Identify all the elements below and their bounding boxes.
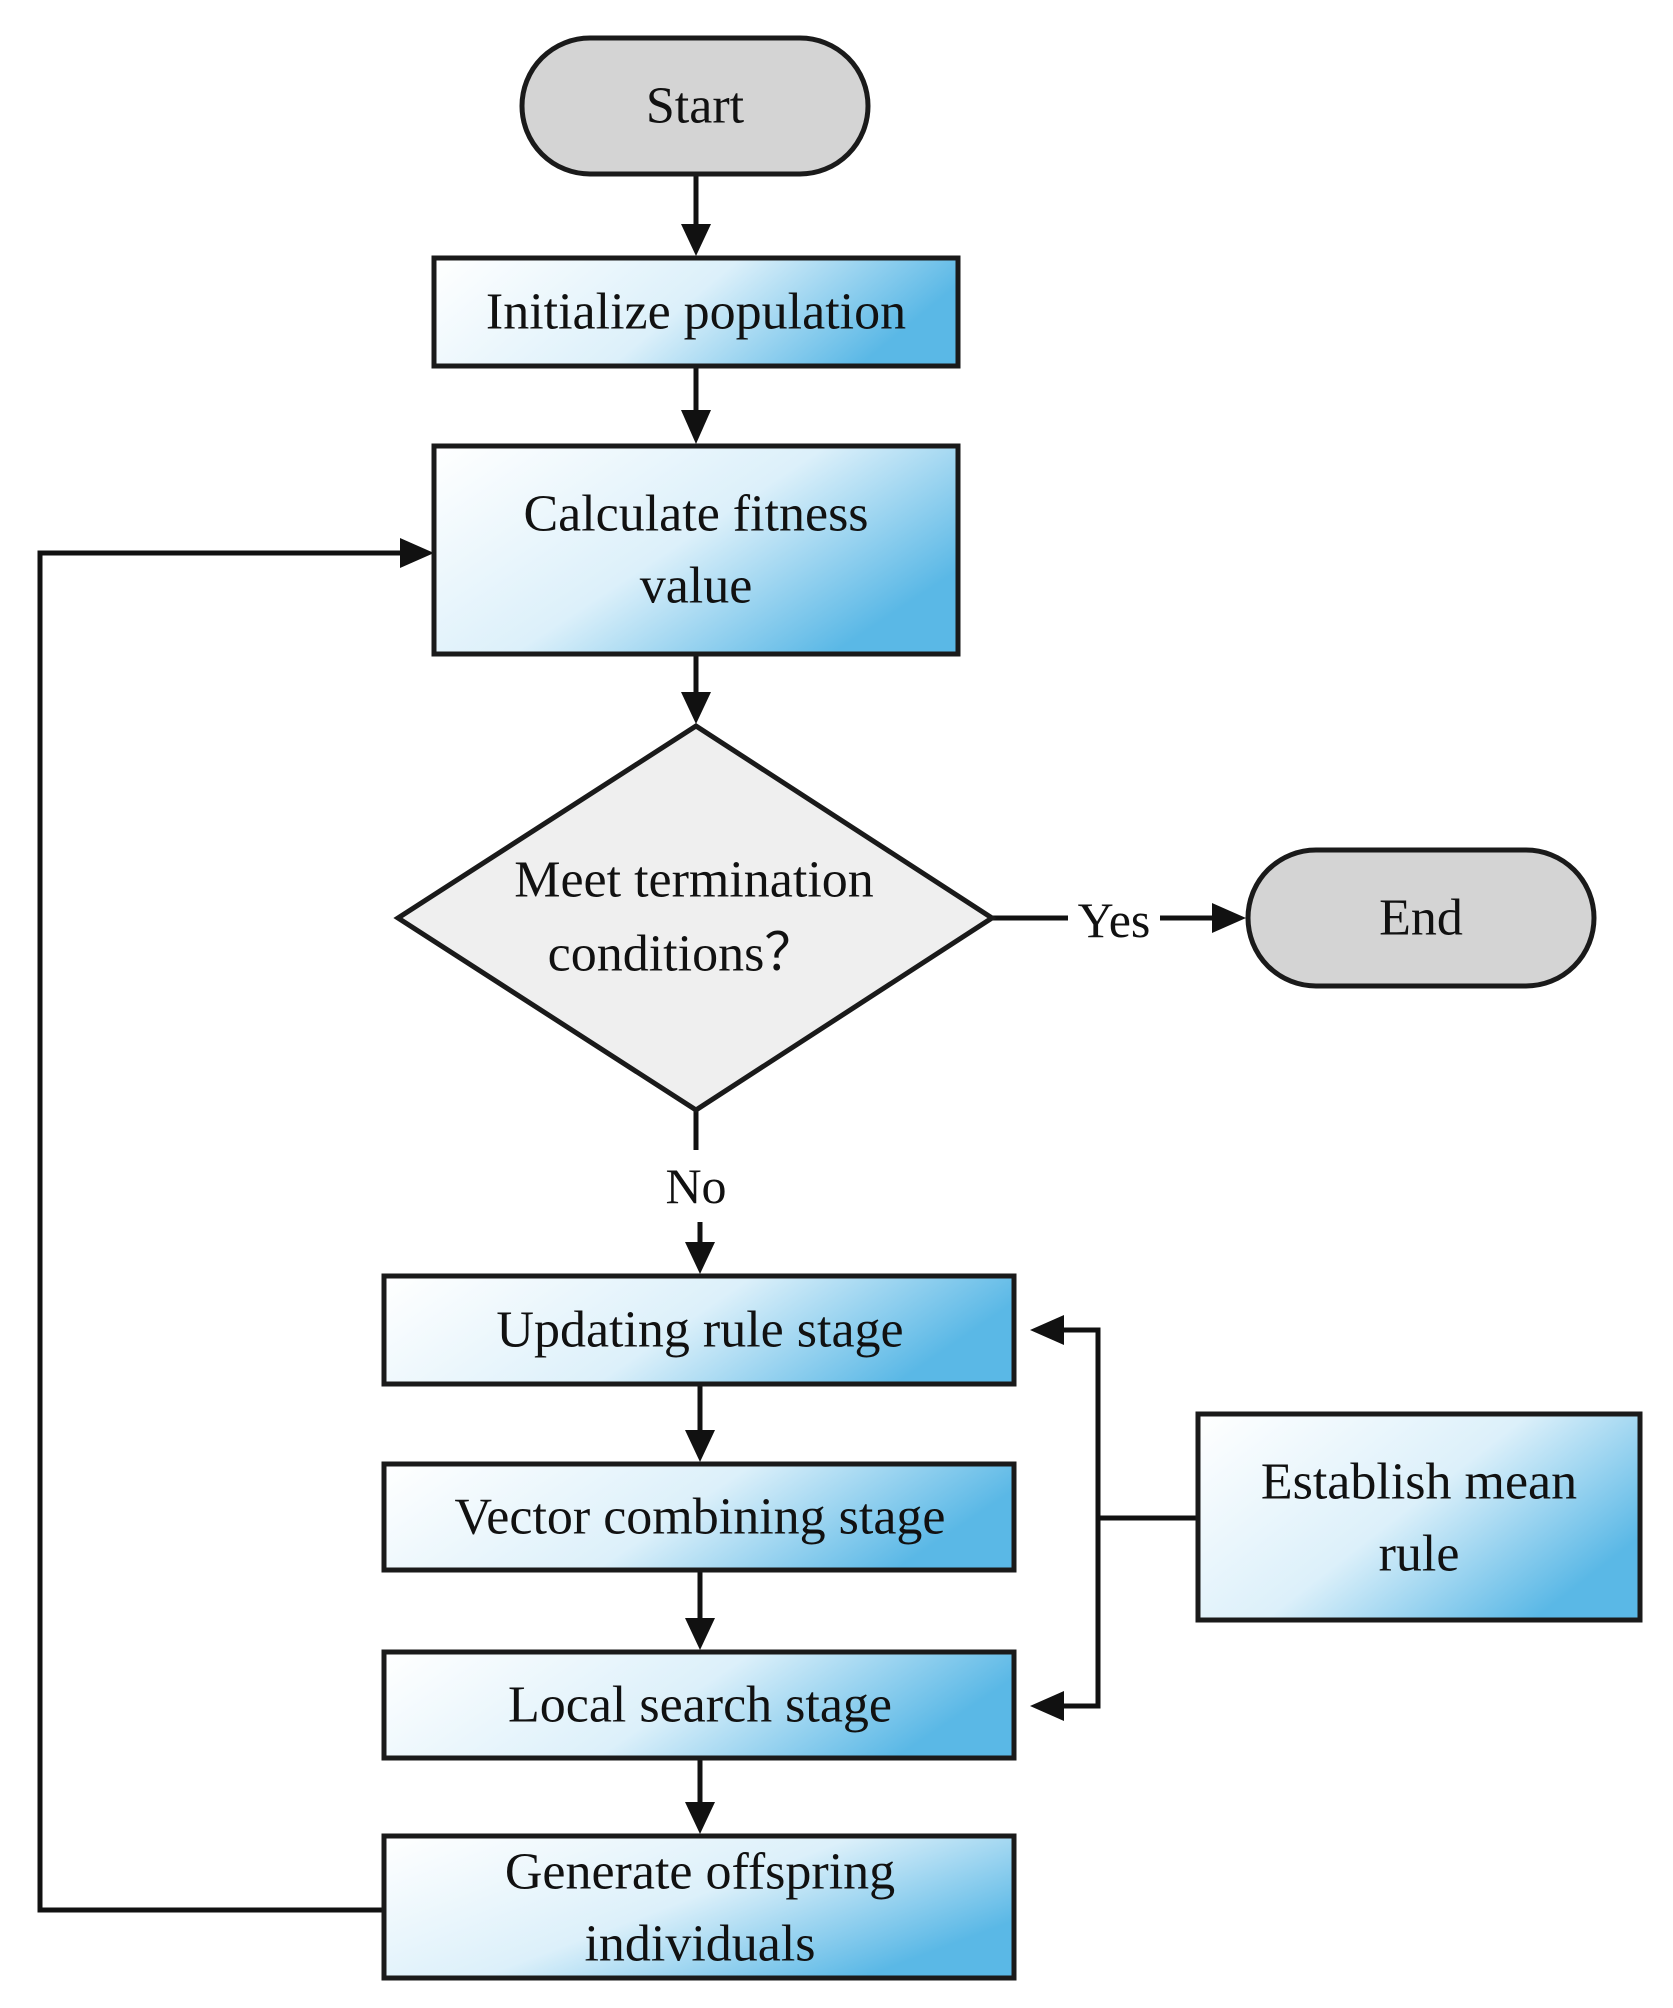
calculate-fitness-box [431, 443, 961, 657]
arrowhead-icon [685, 1618, 715, 1650]
start-terminal [519, 35, 871, 177]
termination-decision-label-line2: conditions？ [548, 926, 817, 983]
updating-rule-stage-box [381, 1273, 1017, 1387]
initialize-population-label: Initialize population [486, 284, 906, 341]
arrowhead-icon [681, 410, 711, 444]
arrowhead-icon [1212, 903, 1246, 933]
termination-decision-diamond [393, 723, 997, 1113]
edge-mean-rule-bracket [1062, 1327, 1101, 1709]
node-termination-decision: Meet termination conditions？ [393, 723, 997, 1113]
local-search-stage-box [381, 1649, 1017, 1761]
updating-rule-stage-label: Updating rule stage [496, 1302, 903, 1359]
node-start: Start [519, 35, 871, 177]
node-local-search-stage: Local search stage [381, 1649, 1017, 1761]
node-vector-combining-stage: Vector combining stage [381, 1461, 1017, 1573]
arrowhead-icon [400, 538, 434, 568]
arrowhead-icon [1030, 1691, 1064, 1721]
node-calculate-fitness: Calculate fitness value [431, 443, 961, 657]
arrowhead-icon [685, 1430, 715, 1462]
vector-combining-stage-box [381, 1461, 1017, 1573]
node-establish-mean-rule: Establish mean rule [1195, 1411, 1643, 1623]
node-end: End [1245, 847, 1597, 989]
generate-offspring-label-line2: individuals [584, 1916, 815, 1973]
establish-mean-rule-label-line2: rule [1379, 1526, 1460, 1583]
vector-combining-stage-label: Vector combining stage [455, 1489, 946, 1546]
node-generate-offspring: Generate offspring individuals [381, 1833, 1017, 1981]
node-initialize-population: Initialize population [431, 255, 961, 369]
end-label: End [1379, 890, 1463, 947]
edge-offspring-loop [37, 550, 402, 1913]
start-label: Start [646, 78, 745, 135]
generate-offspring-box [381, 1833, 1017, 1981]
no-label: No [665, 1158, 726, 1214]
calculate-fitness-label-line1: Calculate fitness [523, 486, 868, 543]
arrowhead-icon [1030, 1315, 1064, 1345]
yes-label: Yes [1078, 892, 1151, 948]
arrowhead-icon [681, 692, 711, 724]
arrowhead-icon [685, 1242, 715, 1274]
end-terminal [1245, 847, 1597, 989]
initialize-population-box [431, 255, 961, 369]
arrowhead-icon [685, 1802, 715, 1834]
generate-offspring-label-line1: Generate offspring [505, 1844, 895, 1901]
establish-mean-rule-label-line1: Establish mean [1261, 1454, 1577, 1511]
establish-mean-rule-box [1195, 1411, 1643, 1623]
calculate-fitness-label-line2: value [640, 558, 753, 615]
local-search-stage-label: Local search stage [508, 1677, 892, 1734]
connectors [37, 174, 1246, 1913]
termination-decision-label-line1: Meet termination [514, 852, 874, 909]
node-updating-rule-stage: Updating rule stage [381, 1273, 1017, 1387]
arrowhead-icon [681, 224, 711, 256]
